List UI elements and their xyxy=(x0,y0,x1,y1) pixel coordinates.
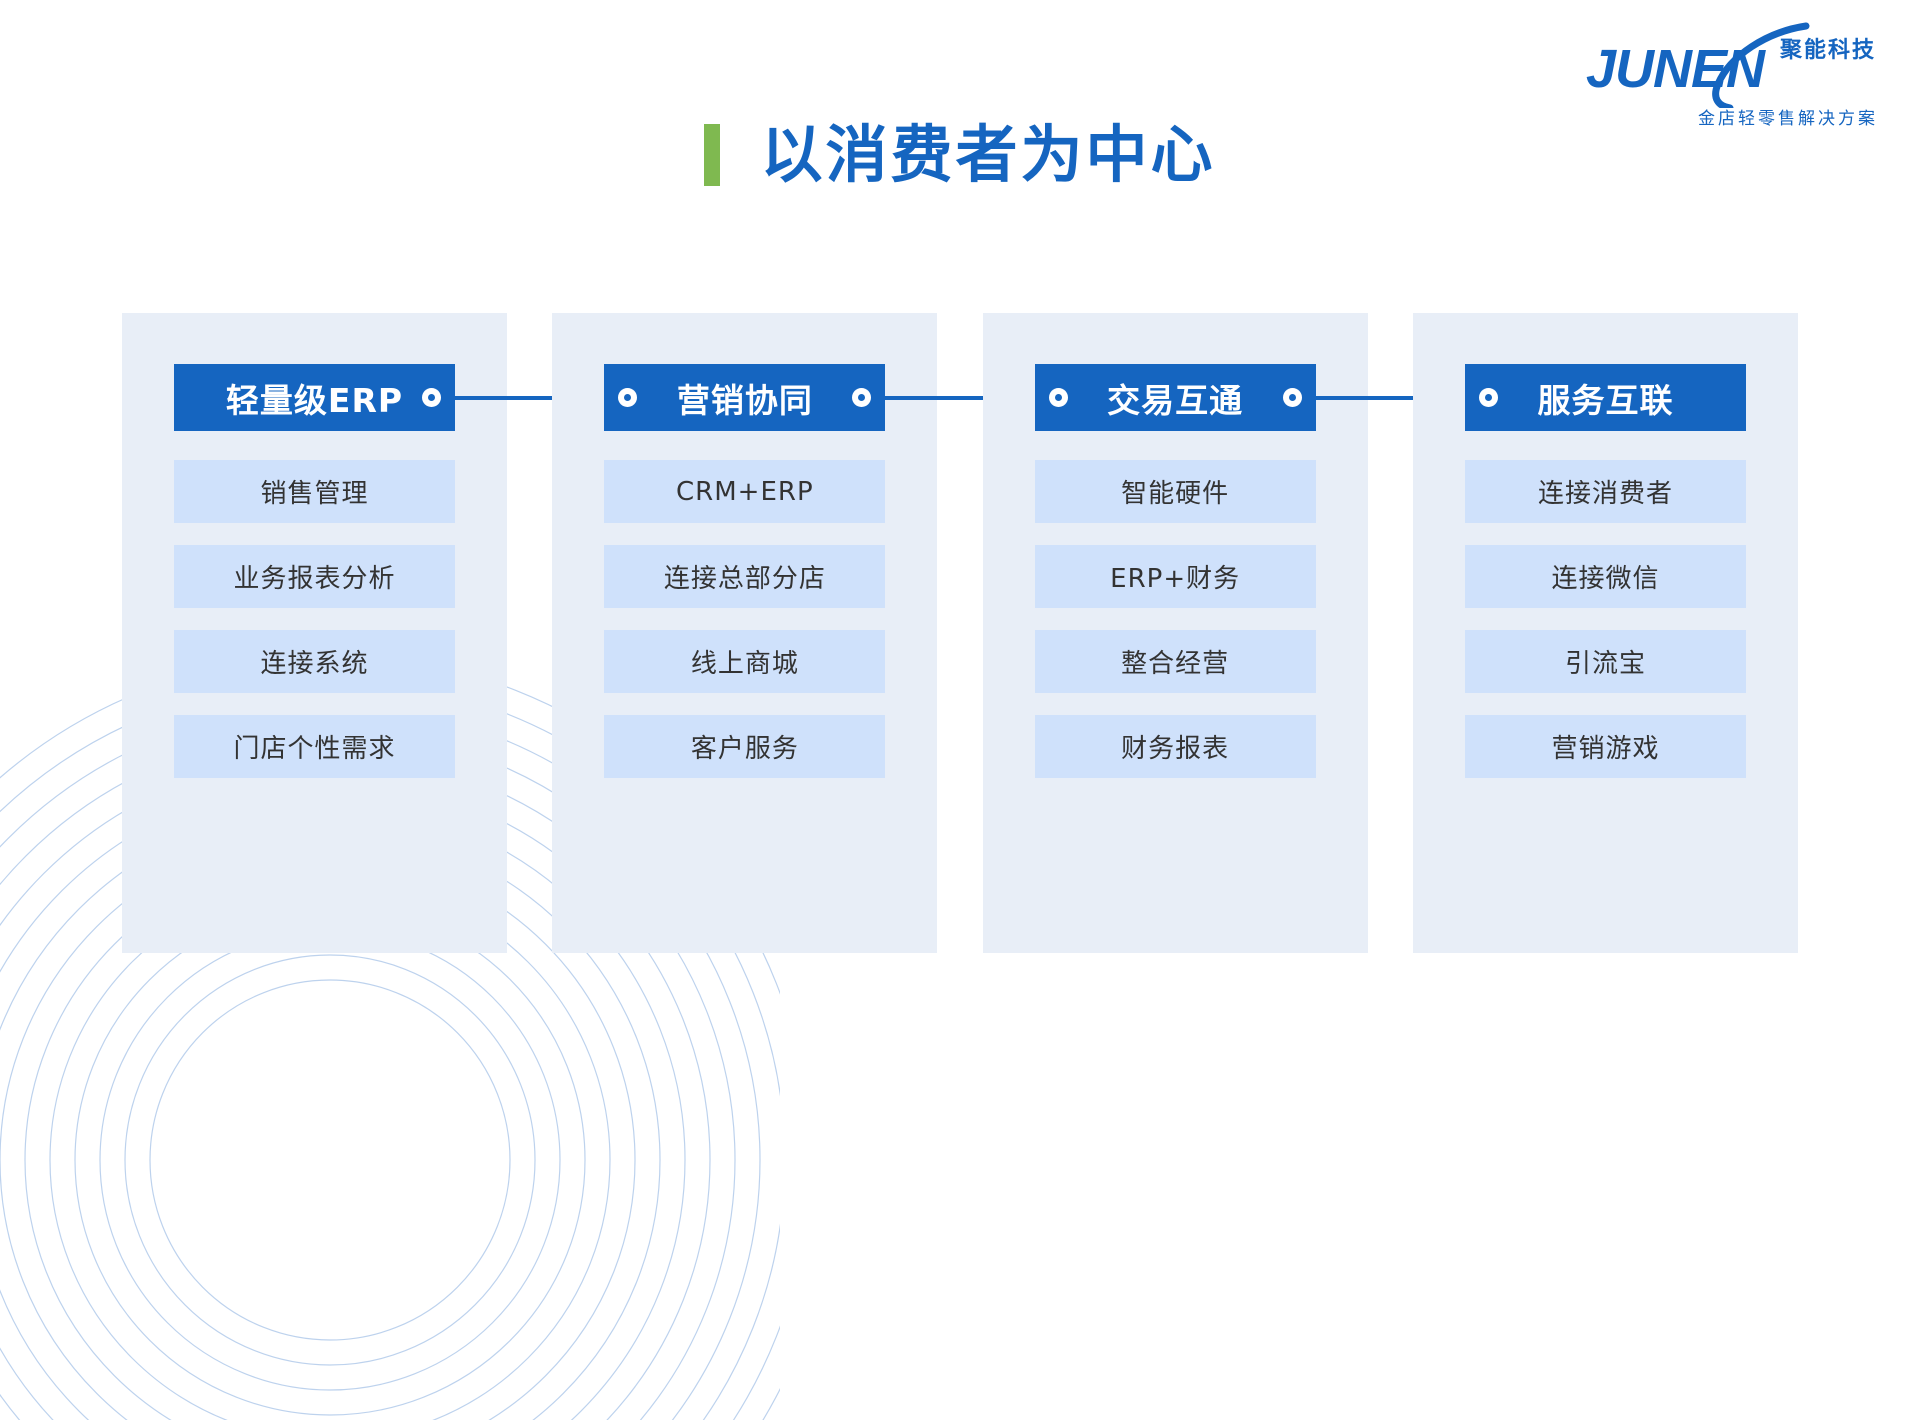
connector-node-icon xyxy=(1048,388,1068,407)
connector-node-icon xyxy=(852,388,872,407)
pillar-header-label: 轻量级ERP xyxy=(225,380,404,420)
brand-logo: JUNEN 聚能科技 金店轻零售解决方案 xyxy=(1578,22,1878,129)
connector-line xyxy=(1315,395,1434,400)
pillar-item[interactable]: 连接系统 xyxy=(174,630,455,693)
pillar-header-label: 交易互通 xyxy=(1107,380,1244,420)
pillar-header-4[interactable]: 服务互联 xyxy=(1464,364,1746,431)
pillar-item[interactable]: 连接总部分店 xyxy=(604,545,886,608)
connector-line xyxy=(455,395,573,400)
logo-swoosh-icon xyxy=(1712,22,1810,108)
pillar-item[interactable]: 连接微信 xyxy=(1464,545,1746,608)
pillar-item[interactable]: 连接消费者 xyxy=(1464,460,1746,523)
pillar-item-list-1: 销售管理 业务报表分析 连接系统 门店个性需求 xyxy=(174,460,455,778)
pillar-item[interactable]: 销售管理 xyxy=(174,460,455,523)
pillar-item[interactable]: 营销游戏 xyxy=(1464,715,1746,778)
pillar-item-list-3: 智能硬件 ERP+财务 整合经营 财务报表 xyxy=(1034,460,1316,778)
connector-node-icon xyxy=(422,388,441,407)
pillar-item[interactable]: CRM+ERP xyxy=(604,460,886,523)
pillar-header-2[interactable]: 营销协同 xyxy=(604,364,1004,431)
page-title: 以消费者为中心 xyxy=(0,124,1920,186)
pillar-item[interactable]: 客户服务 xyxy=(604,715,886,778)
pillar-item[interactable]: 引流宝 xyxy=(1464,630,1746,693)
title-accent-bar xyxy=(704,124,721,186)
pillar-item[interactable]: 门店个性需求 xyxy=(174,715,455,778)
connector-node-icon xyxy=(618,388,638,407)
connector-line xyxy=(885,395,1004,400)
pillar-diagram: 轻量级ERP 销售管理 业务报表分析 连接系统 门店个性需求 营销协同 CRM+… xyxy=(122,313,1798,953)
pillar-column-2: 营销协同 CRM+ERP 连接总部分店 线上商城 客户服务 xyxy=(552,313,1004,953)
pillar-header-label: 营销协同 xyxy=(676,380,813,420)
logo-wordmark: JUNEN xyxy=(1586,39,1765,99)
pillar-item[interactable]: 整合经营 xyxy=(1034,630,1316,693)
connector-node-icon xyxy=(1478,388,1498,407)
logo-company-name: 聚能科技 xyxy=(1779,38,1876,63)
pillar-column-3: 交易互通 智能硬件 ERP+财务 整合经营 财务报表 xyxy=(982,313,1434,953)
pillar-header-3[interactable]: 交易互通 xyxy=(1034,364,1434,431)
pillar-column-1: 轻量级ERP 销售管理 业务报表分析 连接系统 门店个性需求 xyxy=(122,313,573,953)
pillar-item[interactable]: 线上商城 xyxy=(604,630,886,693)
pillar-item-list-2: CRM+ERP 连接总部分店 线上商城 客户服务 xyxy=(604,460,886,778)
pillar-item[interactable]: 财务报表 xyxy=(1034,715,1316,778)
pillar-column-4: 服务互联 连接消费者 连接微信 引流宝 营销游戏 xyxy=(1412,313,1798,953)
pillar-header-1[interactable]: 轻量级ERP xyxy=(174,364,573,431)
pillar-item[interactable]: 业务报表分析 xyxy=(174,545,455,608)
title-text: 以消费者为中心 xyxy=(760,118,1216,191)
logo-tagline: 金店轻零售解决方案 xyxy=(1698,109,1878,129)
logo-mark: JUNEN 聚能科技 xyxy=(1578,22,1878,108)
connector-node-icon xyxy=(1282,388,1302,407)
pillar-header-label: 服务互联 xyxy=(1537,380,1674,420)
pillar-item-list-4: 连接消费者 连接微信 引流宝 营销游戏 xyxy=(1464,460,1746,778)
pillar-item[interactable]: ERP+财务 xyxy=(1034,545,1316,608)
pillar-item[interactable]: 智能硬件 xyxy=(1034,460,1316,523)
